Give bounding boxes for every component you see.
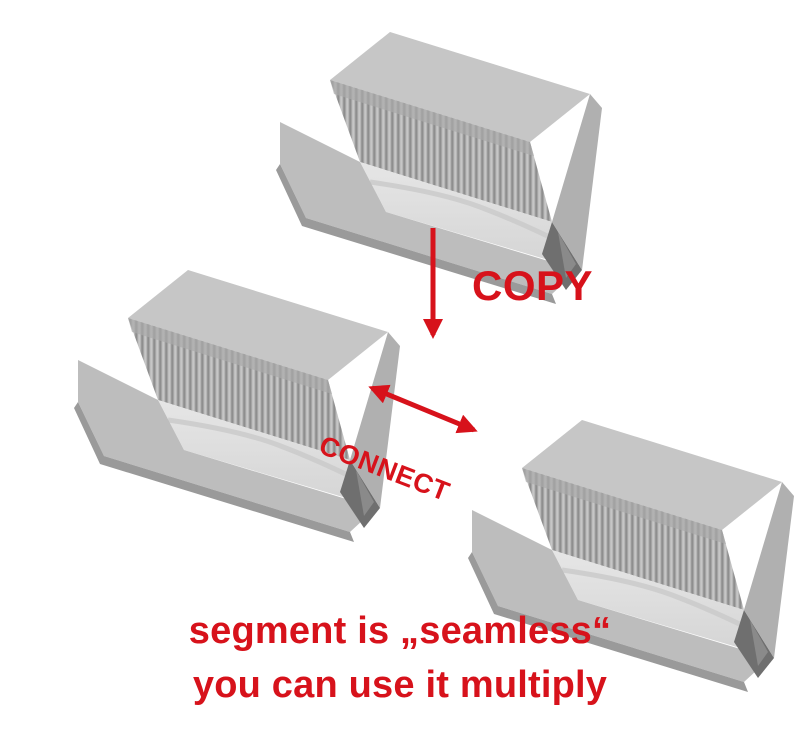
caption-line-1: segment is „seamless“ xyxy=(188,610,612,652)
terrain-segment-left xyxy=(74,270,400,542)
connect-arrow xyxy=(368,384,478,434)
copy-label: COPY xyxy=(472,262,594,309)
caption-line-2: you can use it multiply xyxy=(192,664,608,706)
